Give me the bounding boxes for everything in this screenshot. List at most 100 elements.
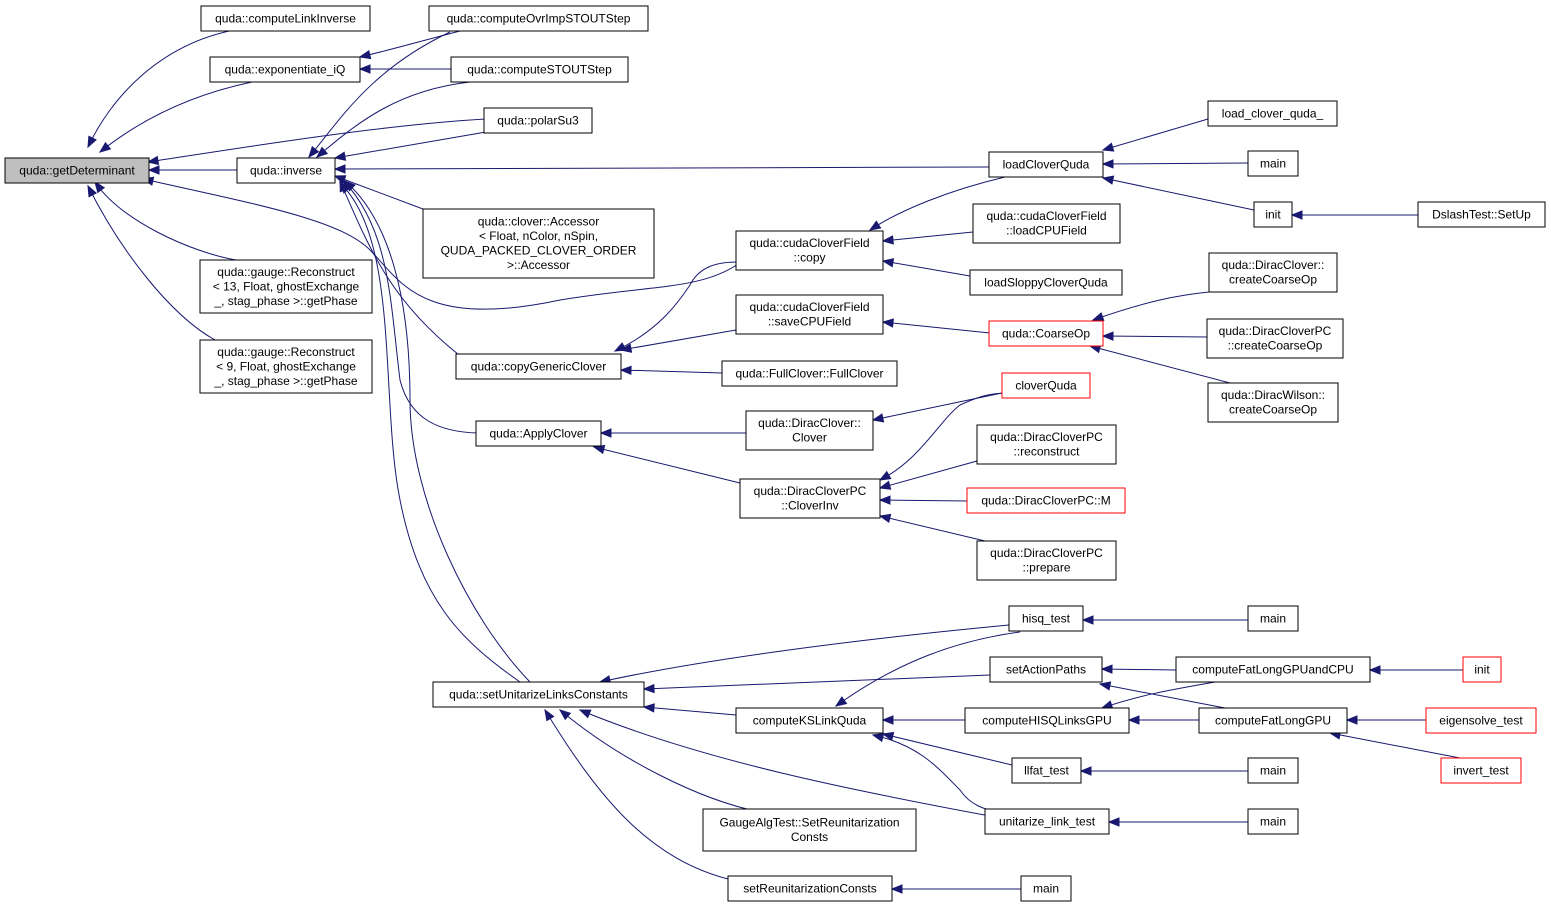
- node-box[interactable]: [209, 56, 361, 83]
- node-computeKSLinkQuda[interactable]: computeKSLinkQuda: [735, 707, 884, 734]
- node-copyGenericClover[interactable]: quda::copyGenericClover: [455, 353, 622, 380]
- node-DslashTestSetUp[interactable]: DslashTest::SetUp: [1417, 201, 1546, 228]
- node-box[interactable]: [702, 808, 917, 852]
- node-box[interactable]: [735, 707, 884, 734]
- node-init2[interactable]: init: [1462, 656, 1502, 683]
- node-computeFatLongGPU[interactable]: computeFatLongGPU: [1198, 707, 1348, 734]
- node-saveCPUField[interactable]: quda::cudaCloverField::saveCPUField: [735, 294, 884, 335]
- node-DiracCloverPCPrepare[interactable]: quda::DiracCloverPC::prepare: [976, 540, 1117, 581]
- node-invert_test[interactable]: invert_test: [1440, 757, 1522, 784]
- node-ApplyClover[interactable]: quda::ApplyClover: [475, 420, 602, 447]
- node-CoarseOp[interactable]: quda::CoarseOp: [988, 320, 1104, 347]
- node-box[interactable]: [4, 157, 150, 184]
- node-box[interactable]: [1247, 757, 1299, 784]
- node-box[interactable]: [1462, 656, 1502, 683]
- node-init1[interactable]: init: [1253, 201, 1293, 228]
- node-box[interactable]: [1440, 757, 1522, 784]
- node-computeLinkInverse[interactable]: quda::computeLinkInverse: [200, 5, 371, 32]
- node-box[interactable]: [475, 420, 602, 447]
- node-main2[interactable]: main: [1247, 605, 1299, 632]
- node-box[interactable]: [1247, 605, 1299, 632]
- node-llfat_test[interactable]: llfat_test: [1011, 757, 1082, 784]
- node-box[interactable]: [432, 681, 645, 708]
- node-reconstruct9[interactable]: quda::gauge::Reconstruct< 9, Float, ghos…: [199, 339, 373, 394]
- node-loadCPUField[interactable]: quda::cudaCloverField::loadCPUField: [972, 203, 1121, 244]
- node-box[interactable]: [984, 808, 1110, 835]
- node-load_clover_quda_[interactable]: load_clover_quda_: [1207, 100, 1338, 127]
- node-box[interactable]: [1208, 252, 1338, 293]
- node-box[interactable]: [428, 5, 649, 32]
- node-box[interactable]: [199, 259, 373, 314]
- node-box[interactable]: [969, 269, 1123, 296]
- node-box[interactable]: [976, 424, 1117, 465]
- node-reconstruct13[interactable]: quda::gauge::Reconstruct< 13, Float, gho…: [199, 259, 373, 314]
- node-box[interactable]: [1011, 757, 1082, 784]
- node-box[interactable]: [735, 294, 884, 335]
- node-setUnitarizeLinksConstants[interactable]: quda::setUnitarizeLinksConstants: [432, 681, 645, 708]
- node-hisq_test[interactable]: hisq_test: [1008, 605, 1084, 632]
- node-box[interactable]: [745, 410, 874, 451]
- node-box[interactable]: [1008, 605, 1084, 632]
- node-main3[interactable]: main: [1247, 757, 1299, 784]
- node-polarSu3[interactable]: quda::polarSu3: [483, 107, 593, 134]
- node-box[interactable]: [1198, 707, 1348, 734]
- node-DiracCloverClover[interactable]: quda::DiracClover::Clover: [745, 410, 874, 451]
- node-main5[interactable]: main: [1020, 875, 1072, 902]
- node-unitarize_link_test[interactable]: unitarize_link_test: [984, 808, 1110, 835]
- node-DiracCloverPCM[interactable]: quda::DiracCloverPC::M: [966, 487, 1126, 514]
- node-box[interactable]: [972, 203, 1121, 244]
- node-setActionPaths[interactable]: setActionPaths: [989, 656, 1103, 683]
- node-inverse[interactable]: quda::inverse: [236, 157, 336, 184]
- node-main1[interactable]: main: [1247, 150, 1299, 177]
- node-cloverQuda[interactable]: cloverQuda: [1001, 372, 1091, 399]
- node-eigensolve_test[interactable]: eigensolve_test: [1425, 707, 1537, 734]
- node-box[interactable]: [1020, 875, 1072, 902]
- node-box[interactable]: [1247, 808, 1299, 835]
- node-box[interactable]: [1207, 382, 1339, 423]
- node-setReunitarizationConsts[interactable]: setReunitarizationConsts: [727, 875, 893, 902]
- node-box[interactable]: [988, 320, 1104, 347]
- node-main4[interactable]: main: [1247, 808, 1299, 835]
- node-computeSTOUTStep[interactable]: quda::computeSTOUTStep: [450, 56, 629, 83]
- node-box[interactable]: [976, 540, 1117, 581]
- node-box[interactable]: [1001, 372, 1091, 399]
- node-FullClover[interactable]: quda::FullClover::FullClover: [721, 360, 898, 387]
- node-box[interactable]: [1175, 656, 1371, 683]
- node-loadSloppyCloverQuda[interactable]: loadSloppyCloverQuda: [969, 269, 1123, 296]
- node-box[interactable]: [1425, 707, 1537, 734]
- node-box[interactable]: [450, 56, 629, 83]
- node-box[interactable]: [1206, 318, 1344, 359]
- node-DiracCloverPCReconstruct[interactable]: quda::DiracCloverPC::reconstruct: [976, 424, 1117, 465]
- node-box[interactable]: [200, 5, 371, 32]
- node-box[interactable]: [988, 151, 1104, 178]
- node-box[interactable]: [422, 208, 655, 279]
- node-DiracCloverCreateCoarseOp[interactable]: quda::DiracClover::createCoarseOp: [1208, 252, 1338, 293]
- node-loadCloverQuda[interactable]: loadCloverQuda: [988, 151, 1104, 178]
- node-box[interactable]: [739, 478, 881, 519]
- node-box[interactable]: [236, 157, 336, 184]
- node-box[interactable]: [735, 230, 884, 271]
- node-getDeterminant[interactable]: quda::getDeterminant: [4, 157, 150, 184]
- node-box[interactable]: [1247, 150, 1299, 177]
- node-box[interactable]: [989, 656, 1103, 683]
- node-exponentiate_iQ[interactable]: quda::exponentiate_iQ: [209, 56, 361, 83]
- node-DiracCloverPCCreateCoarseOp[interactable]: quda::DiracCloverPC::createCoarseOp: [1206, 318, 1344, 359]
- node-box[interactable]: [721, 360, 898, 387]
- node-box[interactable]: [727, 875, 893, 902]
- node-DiracWilsonCreateCoarseOp[interactable]: quda::DiracWilson::createCoarseOp: [1207, 382, 1339, 423]
- node-box[interactable]: [199, 339, 373, 394]
- node-computeFatLongGPUandCPU[interactable]: computeFatLongGPUandCPU: [1175, 656, 1371, 683]
- node-computeOvrImpSTOUTStep[interactable]: quda::computeOvrImpSTOUTStep: [428, 5, 649, 32]
- node-computeHISQLinksGPU[interactable]: computeHISQLinksGPU: [964, 707, 1130, 734]
- node-box[interactable]: [1207, 100, 1338, 127]
- node-box[interactable]: [964, 707, 1130, 734]
- node-box[interactable]: [483, 107, 593, 134]
- node-cudaCloverCopy[interactable]: quda::cudaCloverField::copy: [735, 230, 884, 271]
- node-box[interactable]: [1417, 201, 1546, 228]
- node-CloverInv[interactable]: quda::DiracCloverPC::CloverInv: [739, 478, 881, 519]
- node-accessor[interactable]: quda::clover::Accessor< Float, nColor, n…: [422, 208, 655, 279]
- node-box[interactable]: [966, 487, 1126, 514]
- node-box[interactable]: [1253, 201, 1293, 228]
- node-box[interactable]: [455, 353, 622, 380]
